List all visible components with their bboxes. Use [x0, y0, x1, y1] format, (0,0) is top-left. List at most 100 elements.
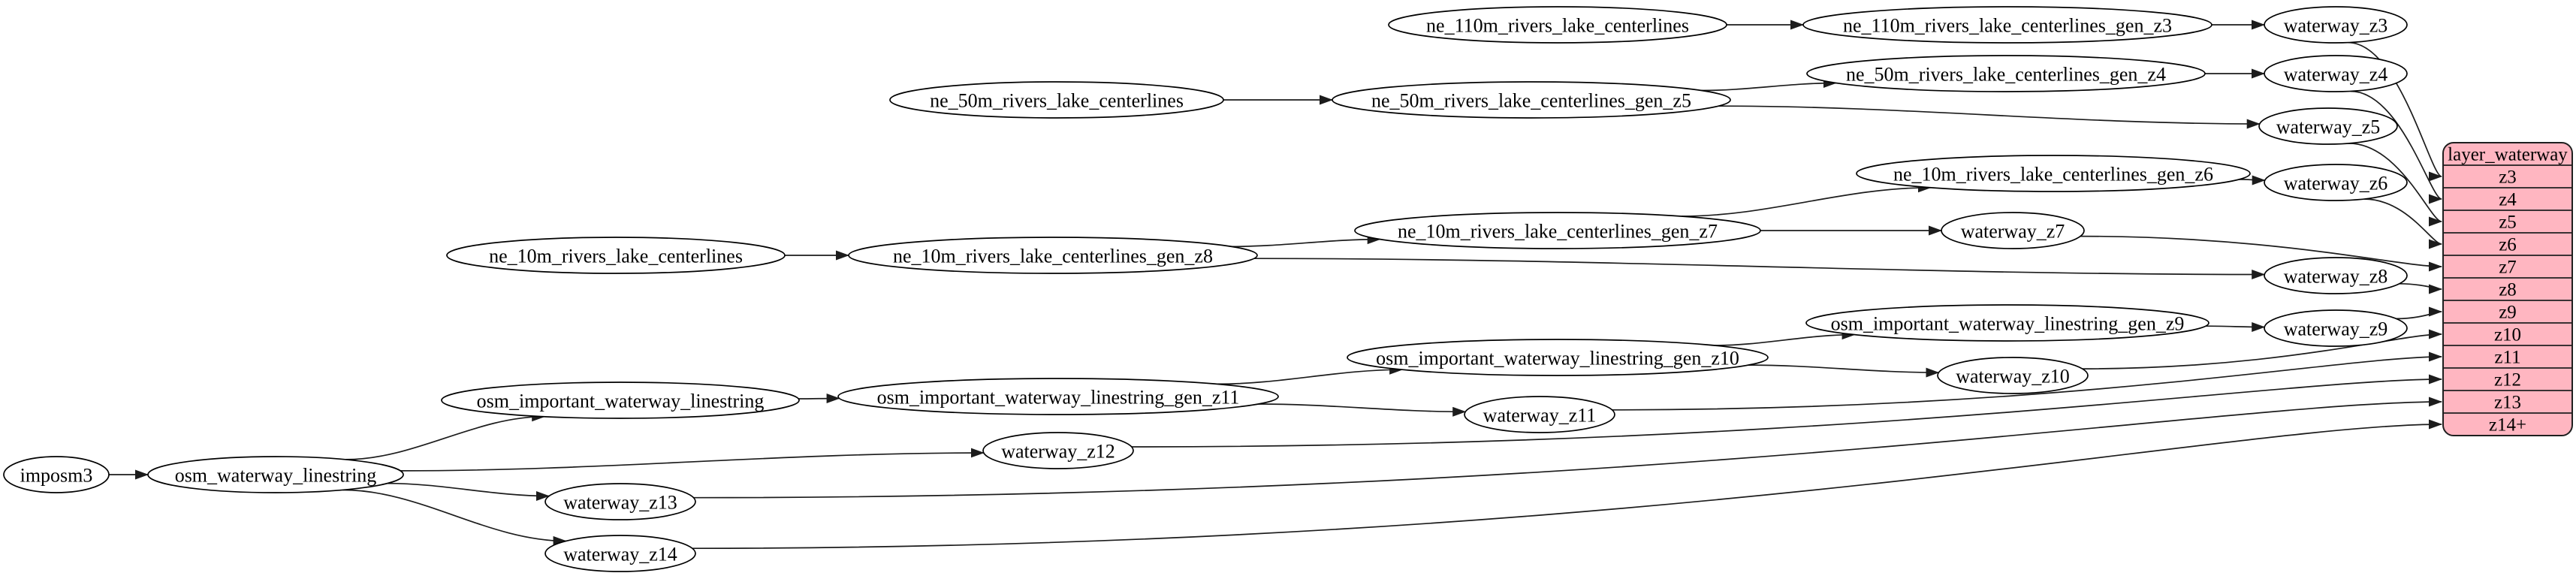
edges-layer: [108, 20, 2442, 550]
edge-osm_important_waterway_linestring-to-osm_important_waterway_linestring_gen_z11: [798, 394, 840, 404]
node-ne_50m_rivers_lake_centerlines_gen_z4: ne_50m_rivers_lake_centerlines_gen_z4: [1806, 55, 2206, 92]
node-shape-waterway_z5: [2258, 107, 2398, 145]
node-shape-waterway_z7: [1941, 212, 2085, 249]
node-shape-ne_50m_rivers_lake_centerlines_gen_z5: [1332, 81, 1731, 119]
node-osm_waterway_linestring: osm_waterway_linestring: [147, 456, 404, 493]
table-row-z6: z6: [2499, 235, 2517, 255]
layer-waterway-table-title: layer_waterway: [2448, 145, 2568, 165]
node-shape-osm_important_waterway_linestring_gen_z10: [1347, 339, 1769, 376]
node-label-ne_10m_rivers_lake_centerlines_gen_z7: ne_10m_rivers_lake_centerlines_gen_z7: [1398, 221, 1718, 243]
node-label-waterway_z13: waterway_z13: [563, 492, 677, 514]
node-shape-waterway_z4: [2264, 55, 2408, 92]
edge-osm_waterway_linestring-to-osm_important_waterway_linestring: [345, 412, 546, 460]
edge-waterway_z3-to-row-z3: [2348, 41, 2442, 182]
node-shape-waterway_z9: [2264, 309, 2408, 347]
node-shape-waterway_z8: [2264, 257, 2408, 294]
node-label-ne_10m_rivers_lake_centerlines_gen_z6: ne_10m_rivers_lake_centerlines_gen_z6: [1893, 164, 2213, 185]
node-label-waterway_z8: waterway_z8: [2284, 266, 2388, 288]
node-osm_important_waterway_linestring: osm_important_waterway_linestring: [441, 381, 800, 419]
node-ne_50m_rivers_lake_centerlines_gen_z5: ne_50m_rivers_lake_centerlines_gen_z5: [1332, 81, 1731, 119]
node-label-ne_50m_rivers_lake_centerlines_gen_z5: ne_50m_rivers_lake_centerlines_gen_z5: [1371, 90, 1691, 112]
node-ne_10m_rivers_lake_centerlines_gen_z6: ne_10m_rivers_lake_centerlines_gen_z6: [1856, 155, 2251, 192]
node-label-ne_110m_rivers_lake_centerlines_gen_z3: ne_110m_rivers_lake_centerlines_gen_z3: [1843, 15, 2172, 37]
table-row-z9: z9: [2499, 303, 2517, 323]
node-label-ne_50m_rivers_lake_centerlines_gen_z4: ne_50m_rivers_lake_centerlines_gen_z4: [1846, 64, 2166, 86]
edge-osm_important_waterway_linestring_gen_z10-to-waterway_z10: [1748, 364, 1940, 378]
node-waterway_z13: waterway_z13: [544, 483, 696, 520]
node-shape-ne_10m_rivers_lake_centerlines_gen_z7: [1354, 212, 1761, 249]
node-shape-osm_important_waterway_linestring_gen_z11: [837, 378, 1279, 415]
table-row-z10: z10: [2494, 325, 2521, 345]
node-label-waterway_z12: waterway_z12: [1001, 441, 1115, 463]
node-shape-ne_110m_rivers_lake_centerlines: [1388, 6, 1727, 44]
node-ne_110m_rivers_lake_centerlines_gen_z3: ne_110m_rivers_lake_centerlines_gen_z3: [1802, 6, 2213, 44]
edge-osm_waterway_linestring-to-waterway_z13: [387, 482, 550, 501]
node-imposm3: imposm3: [3, 456, 110, 493]
node-waterway_z12: waterway_z12: [982, 432, 1134, 469]
node-shape-waterway_z12: [982, 432, 1134, 469]
edge-waterway_z11-to-row-z11: [1612, 351, 2442, 411]
table-layer: layer_waterwayz3z4z5z6z7z8z9z10z11z12z13…: [2442, 142, 2573, 436]
node-label-osm_important_waterway_linestring_gen_z10: osm_important_waterway_linestring_gen_z1…: [1376, 348, 1739, 369]
node-label-imposm3: imposm3: [20, 465, 93, 487]
edge-waterway_z5-to-row-z5: [2348, 143, 2442, 227]
node-label-osm_important_waterway_linestring_gen_z9: osm_important_waterway_linestring_gen_z9: [1831, 313, 2185, 335]
edge-osm_important_waterway_linestring_gen_z11-to-waterway_z11: [1258, 403, 1467, 417]
edge-waterway_z7-to-row-z7: [2080, 235, 2442, 272]
nodes-layer: imposm3 osm_waterway_linestring osm_import…: [3, 6, 2408, 572]
node-label-waterway_z5: waterway_z5: [2276, 116, 2381, 138]
table-row-z7: z7: [2499, 258, 2517, 278]
node-shape-ne_50m_rivers_lake_centerlines: [889, 81, 1224, 119]
edge-waterway_z6-to-row-z6: [2363, 198, 2442, 249]
edge-ne_10m_rivers_lake_centerlines_gen_z6-to-waterway_z6: [2239, 175, 2266, 185]
node-label-waterway_z14: waterway_z14: [563, 544, 677, 565]
edge-waterway_z13-to-row-z13: [693, 397, 2442, 499]
table-row-z11: z11: [2494, 348, 2520, 368]
edge-waterway_z14-to-row-z14+: [692, 419, 2442, 550]
node-shape-imposm3: [3, 456, 110, 493]
node-shape-waterway_z13: [544, 483, 696, 520]
node-label-waterway_z10: waterway_z10: [1956, 366, 2070, 388]
node-ne_110m_rivers_lake_centerlines: ne_110m_rivers_lake_centerlines: [1388, 6, 1727, 44]
edge-waterway_z10-to-row-z10: [2082, 329, 2442, 369]
edge-waterway_z8-to-row-z8: [2399, 282, 2442, 294]
node-shape-ne_10m_rivers_lake_centerlines: [446, 237, 786, 274]
node-waterway_z11: waterway_z11: [1464, 396, 1615, 433]
node-waterway_z4: waterway_z4: [2264, 55, 2408, 92]
node-shape-ne_10m_rivers_lake_centerlines_gen_z6: [1856, 155, 2251, 192]
node-shape-waterway_z10: [1937, 357, 2089, 394]
node-shape-waterway_z3: [2264, 6, 2408, 44]
node-shape-osm_important_waterway_linestring_gen_z9: [1805, 304, 2210, 342]
node-waterway_z9: waterway_z9: [2264, 309, 2408, 347]
node-label-osm_important_waterway_linestring: osm_important_waterway_linestring: [477, 391, 765, 412]
node-label-waterway_z3: waterway_z3: [2284, 15, 2388, 37]
node-waterway_z5: waterway_z5: [2258, 107, 2398, 145]
node-ne_10m_rivers_lake_centerlines: ne_10m_rivers_lake_centerlines: [446, 237, 786, 274]
node-label-waterway_z6: waterway_z6: [2284, 173, 2388, 195]
node-label-osm_important_waterway_linestring_gen_z11: osm_important_waterway_linestring_gen_z1…: [877, 387, 1240, 409]
node-label-osm_waterway_linestring: osm_waterway_linestring: [175, 465, 377, 487]
node-waterway_z10: waterway_z10: [1937, 357, 2089, 394]
node-osm_important_waterway_linestring_gen_z9: osm_important_waterway_linestring_gen_z9: [1805, 304, 2210, 342]
edge-waterway_z12-to-row-z12: [1131, 374, 2442, 448]
node-waterway_z3: waterway_z3: [2264, 6, 2408, 44]
node-shape-waterway_z6: [2264, 164, 2408, 201]
table-row-z3: z3: [2499, 167, 2517, 188]
node-shape-waterway_z14: [544, 535, 696, 572]
edge-osm_waterway_linestring-to-waterway_z12: [400, 448, 985, 472]
edge-waterway_z4-to-row-z4: [2350, 90, 2442, 204]
node-waterway_z8: waterway_z8: [2264, 257, 2408, 294]
table-row-z13: z13: [2494, 393, 2521, 413]
edge-osm_important_waterway_linestring_gen_z10-to-osm_important_waterway_linestring_gen_z9: [1714, 330, 1856, 346]
node-label-ne_10m_rivers_lake_centerlines_gen_z8: ne_10m_rivers_lake_centerlines_gen_z8: [893, 246, 1213, 267]
node-waterway_z14: waterway_z14: [544, 535, 696, 572]
node-label-waterway_z11: waterway_z11: [1483, 405, 1597, 427]
edge-ne_10m_rivers_lake_centerlines_gen_z8-to-waterway_z8: [1253, 258, 2266, 279]
edge-osm_waterway_linestring-to-waterway_z14: [342, 489, 567, 546]
node-shape-osm_important_waterway_linestring: [441, 381, 800, 419]
node-label-waterway_z9: waterway_z9: [2284, 318, 2388, 340]
edge-osm_important_waterway_linestring_gen_z9-to-waterway_z9: [2205, 321, 2266, 332]
layer-waterway-table: [2442, 142, 2573, 436]
node-label-ne_50m_rivers_lake_centerlines: ne_50m_rivers_lake_centerlines: [930, 90, 1184, 112]
table-row-z5: z5: [2499, 213, 2517, 233]
